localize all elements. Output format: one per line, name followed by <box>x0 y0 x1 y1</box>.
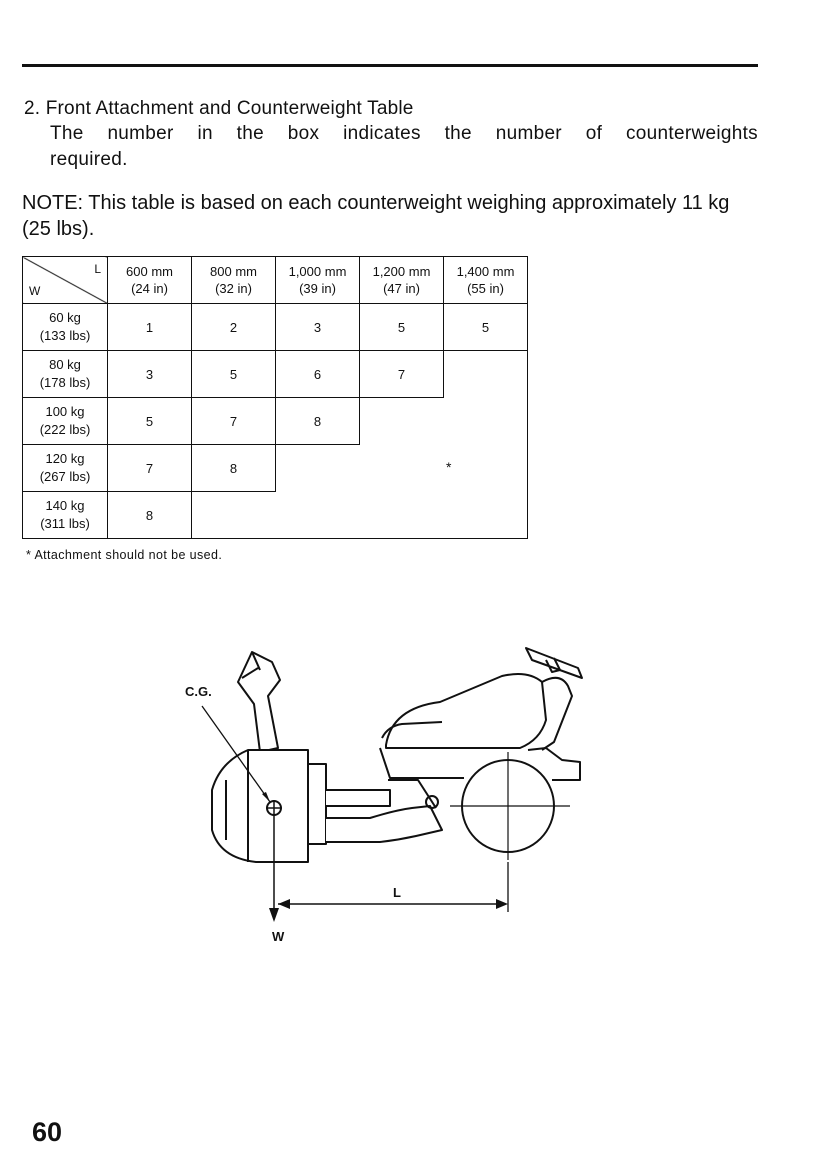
table-cell: 5 <box>359 303 444 351</box>
not-used-region <box>359 397 444 539</box>
w-weight-label: W <box>272 929 285 944</box>
row-head: 60 kg(133 lbs) <box>22 303 108 351</box>
corner-cell: L W <box>22 256 108 304</box>
col-head: 1,400 mm(55 in) <box>443 256 528 304</box>
not-used-mark: * <box>446 459 452 475</box>
col-head: 800 mm(32 in) <box>191 256 276 304</box>
table-cell: 5 <box>107 397 192 445</box>
footnote: * Attachment should not be used. <box>26 548 223 562</box>
col-head: 1,000 mm(39 in) <box>275 256 360 304</box>
attachment-illustration <box>201 647 583 922</box>
table-cell: 8 <box>275 397 360 445</box>
note-text: NOTE: This table is based on each counte… <box>22 192 730 240</box>
table-cell: 6 <box>275 350 360 398</box>
l-dimension-label: L <box>393 885 401 900</box>
section-description-end: required. <box>50 149 128 170</box>
col-head: 1,200 mm(47 in) <box>359 256 444 304</box>
table-cell: 1 <box>107 303 192 351</box>
corner-w-label: W <box>29 284 41 298</box>
table-cell: 5 <box>443 303 528 351</box>
row-head: 120 kg(267 lbs) <box>22 444 108 492</box>
section-heading: 2. Front Attachment and Counterweight Ta… <box>24 98 414 119</box>
table-cell: 8 <box>191 444 276 492</box>
page-number: 60 <box>32 1117 63 1147</box>
not-used-region <box>275 444 360 539</box>
not-used-region <box>191 491 276 539</box>
row-head: 80 kg(178 lbs) <box>22 350 108 398</box>
table-cell: 7 <box>107 444 192 492</box>
not-used-region <box>443 350 528 539</box>
table-cell: 2 <box>191 303 276 351</box>
col-head: 600 mm(24 in) <box>107 256 192 304</box>
table-cell: 3 <box>107 350 192 398</box>
table-cell: 7 <box>359 350 444 398</box>
row-head: 100 kg(222 lbs) <box>22 397 108 445</box>
section-description: The number in the box indicates the numb… <box>50 123 758 144</box>
corner-l-label: L <box>94 262 101 276</box>
table-cell: 7 <box>191 397 276 445</box>
table-cell: 3 <box>275 303 360 351</box>
top-rule <box>22 64 758 67</box>
table-cell: 8 <box>107 491 192 539</box>
table-cell: 5 <box>191 350 276 398</box>
row-head: 140 kg(311 lbs) <box>22 491 108 539</box>
cg-label: C.G. <box>185 684 212 699</box>
counterweight-table: L W 600 mm(24 in) 800 mm(32 in) 1,000 mm… <box>22 256 528 539</box>
